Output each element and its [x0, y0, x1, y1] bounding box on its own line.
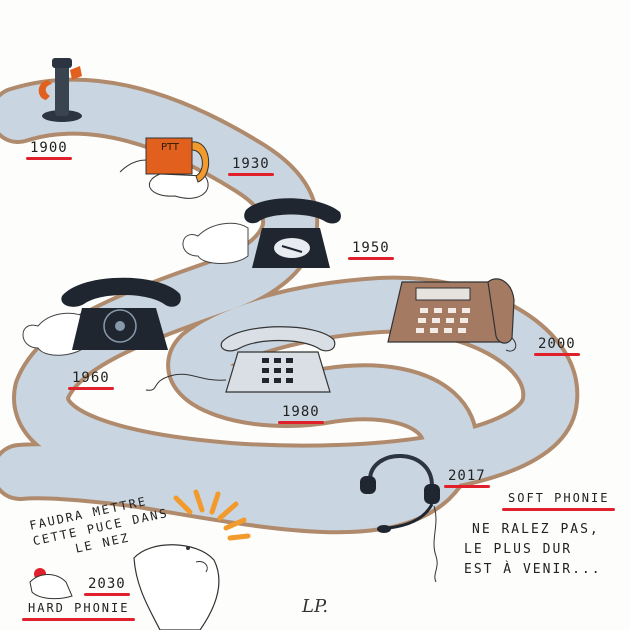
artist-signature: LP.: [302, 596, 329, 617]
soft-phonie-caption: SOFT PHONIE: [501, 491, 616, 512]
phone-1930-ptt: [119, 137, 210, 199]
phone-2000-desk: [387, 278, 517, 352]
year-label-1950: 1950: [348, 240, 394, 260]
year-label-1980: 1980: [278, 404, 324, 424]
finger-chip-2030: [29, 568, 73, 600]
year-label-1960: 1960: [68, 370, 114, 390]
quote-line-3: EST À VENIR...: [464, 562, 602, 578]
phone-1950-rotary: [182, 198, 341, 268]
year-label-1900: 1900: [26, 140, 72, 160]
year-label-2030: 2030: [84, 576, 130, 596]
hard-phonie-caption: HARD PHONIE: [21, 601, 136, 622]
headset-2017: [360, 454, 440, 583]
figure-head: [133, 489, 251, 630]
quote-line-1: NE RALEZ PAS,: [472, 522, 600, 537]
phone-1980-pushbutton: [145, 326, 336, 393]
year-label-2000: 2000: [534, 336, 580, 356]
phone-1900-candlestick: [38, 58, 82, 122]
ptt-label: PTT: [160, 142, 180, 153]
year-label-2017: 2017: [444, 468, 490, 488]
quote-line-2: LE PLUS DUR: [464, 542, 573, 558]
year-label-1930: 1930: [228, 156, 274, 176]
phone-1960-rotary: [22, 277, 181, 356]
quote-text: NE RALEZ PAS, LE PLUS DUR EST À VENIR...: [464, 520, 602, 580]
